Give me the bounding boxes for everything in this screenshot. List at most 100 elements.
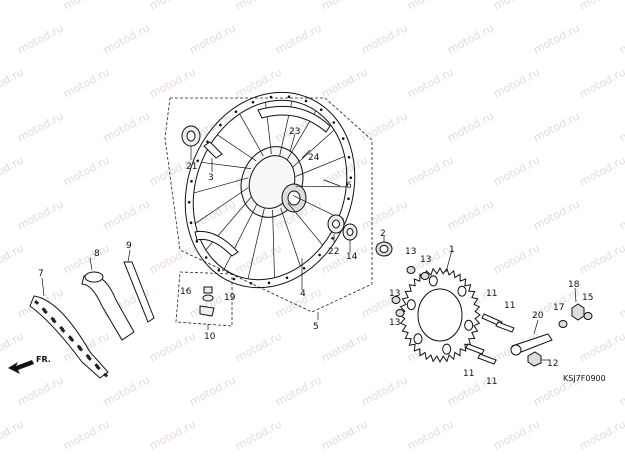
- watermark-text: motod.ru: [617, 285, 625, 320]
- watermark-text: motod.ru: [405, 0, 456, 13]
- callout-19: 19: [224, 293, 236, 303]
- watermark-text: motod.ru: [233, 329, 284, 364]
- bearing-part-22: [327, 214, 345, 234]
- callout-11: 11: [504, 301, 515, 311]
- callout-1: 1: [449, 245, 455, 255]
- leader-lines: [41, 133, 577, 361]
- watermark-text: motod.ru: [577, 0, 625, 13]
- watermark-text: motod.ru: [147, 0, 198, 13]
- watermark-text: motod.ru: [233, 241, 284, 276]
- callout-18: 18: [568, 280, 580, 290]
- callout-16: 16: [180, 287, 192, 297]
- watermark-text: motod.ru: [61, 0, 112, 13]
- tube-part-8: [81, 271, 135, 341]
- callout-21: 21: [186, 162, 197, 172]
- watermark-text: motod.ru: [577, 241, 625, 276]
- watermark-text: motod.ru: [101, 109, 152, 144]
- watermark-text: motod.ru: [617, 197, 625, 232]
- watermark-text: motod.ru: [61, 241, 112, 276]
- watermark-text: motod.ru: [101, 373, 152, 408]
- watermark-text: motod.ru: [0, 417, 26, 452]
- watermark-text: motod.ru: [15, 109, 66, 144]
- front-label: FR.: [36, 355, 51, 364]
- watermark-text: motod.ru: [405, 417, 456, 452]
- watermark-text: motod.ru: [577, 417, 625, 452]
- callout-20: 20: [532, 311, 544, 321]
- watermark-text: motod.ru: [405, 65, 456, 100]
- callout-14: 14: [346, 252, 358, 262]
- tire-part-7: [29, 295, 109, 379]
- watermark-text: motod.ru: [147, 241, 198, 276]
- watermark-text: motod.ru: [405, 153, 456, 188]
- watermark-text: motod.ru: [491, 153, 542, 188]
- callout-15: 15: [582, 293, 593, 303]
- callout-13: 13: [420, 255, 431, 265]
- watermark-text: motod.ru: [319, 65, 370, 100]
- watermark-text: motod.ru: [531, 21, 582, 56]
- callout-23: 23: [289, 127, 300, 137]
- small-parts-15-17-18: [558, 303, 593, 328]
- callout-11: 11: [486, 377, 497, 387]
- watermark-text: motod.ru: [319, 329, 370, 364]
- watermark-text: motod.ru: [359, 373, 410, 408]
- watermark-text: motod.ru: [233, 417, 284, 452]
- nut-part-12: [527, 351, 542, 367]
- watermark-text: motod.ru: [147, 417, 198, 452]
- valve-parts: [199, 286, 215, 317]
- watermark-text: motod.ru: [273, 285, 324, 320]
- watermark-text: motod.ru: [0, 241, 26, 276]
- callout-17: 17: [553, 303, 564, 313]
- watermark-text: motod.ru: [491, 417, 542, 452]
- watermark-text: motod.ru: [617, 373, 625, 408]
- sprocket-part-1: [399, 266, 481, 364]
- watermark-text: motod.ru: [491, 65, 542, 100]
- watermark-text: motod.ru: [319, 417, 370, 452]
- watermark-text: motod.ru: [101, 197, 152, 232]
- seal-part-14: [342, 223, 358, 241]
- watermark-text: motod.ru: [187, 373, 238, 408]
- watermark-text: motod.ru: [15, 373, 66, 408]
- callout-13: 13: [389, 289, 400, 299]
- watermark-layer: motod.ru motod.ru motod.ru motod.ru motod.ru…: [0, 0, 625, 453]
- callout-9: 9: [126, 241, 132, 251]
- callout-3: 3: [208, 173, 214, 183]
- watermark-text: motod.ru: [319, 153, 370, 188]
- callout-7: 7: [38, 269, 44, 279]
- rim-band-part-9: [123, 261, 155, 323]
- watermark-text: motod.ru: [101, 21, 152, 56]
- callout-12: 12: [547, 359, 558, 369]
- bolt-parts-11: [465, 313, 515, 365]
- watermark-text: motod.ru: [0, 329, 26, 364]
- watermark-text: motod.ru: [359, 197, 410, 232]
- callout-6: 6: [346, 181, 352, 191]
- watermark-text: motod.ru: [187, 21, 238, 56]
- callout-4: 4: [300, 289, 306, 299]
- collar-part-2: [375, 241, 393, 257]
- rim-band-part: [257, 105, 331, 133]
- collar-part-3: [203, 141, 223, 159]
- watermark-text: motod.ru: [15, 21, 66, 56]
- watermark-text: motod.ru: [577, 153, 625, 188]
- watermark-text: motod.ru: [359, 21, 410, 56]
- bearing-part-21: [181, 125, 201, 147]
- watermark-text: motod.ru: [531, 197, 582, 232]
- adjuster-part-20: [510, 333, 553, 356]
- watermark-text: motod.ru: [187, 197, 238, 232]
- watermark-text: motod.ru: [531, 109, 582, 144]
- watermark-text: motod.ru: [233, 0, 284, 13]
- callout-10: 10: [204, 332, 216, 342]
- callout-24: 24: [308, 153, 320, 163]
- callout-5: 5: [313, 322, 319, 332]
- watermark-text: motod.ru: [491, 0, 542, 13]
- watermark-text: motod.ru: [445, 197, 496, 232]
- callout-22: 22: [328, 247, 339, 257]
- callout-8: 8: [94, 249, 100, 259]
- callout-11: 11: [486, 289, 497, 299]
- watermark-text: motod.ru: [319, 0, 370, 13]
- rear-wheel-assembly: [184, 91, 356, 289]
- watermark-text: motod.ru: [491, 241, 542, 276]
- callout-2: 2: [380, 229, 386, 239]
